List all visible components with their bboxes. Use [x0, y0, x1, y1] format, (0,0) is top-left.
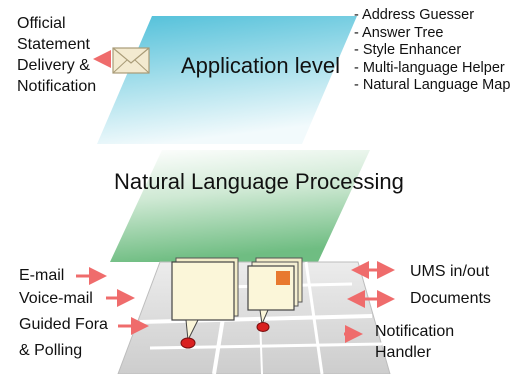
list-item: - Style Enhancer [354, 42, 462, 58]
input-email: E-mail [19, 267, 65, 284]
output-line: Delivery & [17, 57, 90, 74]
application-layer-title: Application level [181, 53, 340, 78]
output-line: Official [17, 15, 66, 32]
list-item: - Answer Tree [354, 24, 444, 41]
list-item: - Natural Language Map [354, 77, 511, 93]
output-line: Statement [17, 36, 90, 53]
notification-line: Handler [375, 344, 432, 361]
application-layer-plane [97, 16, 357, 144]
app-feature-list: - Address Guesser - Answer Tree - Style … [354, 7, 510, 95]
input-voicemail: Voice-mail [19, 290, 93, 307]
document-icon [171, 257, 239, 342]
documents-label: Documents [410, 290, 491, 307]
input-polling: & Polling [19, 342, 83, 359]
ums-label: UMS in/out [410, 263, 490, 280]
map-pin-icon [180, 337, 196, 349]
document-icon [247, 257, 303, 326]
envelope-icon [112, 47, 150, 74]
output-line: Notification [17, 78, 97, 95]
list-item: - Multi-language Helper [354, 59, 505, 76]
notification-line: Notification [375, 323, 455, 340]
nlp-layer-title: Natural Language Processing [114, 169, 404, 194]
list-item: - Address Guesser [354, 7, 475, 23]
output-label: Official Statement Delivery & Notificati… [17, 13, 96, 97]
notification-handler-label: Notification Handler [375, 321, 454, 363]
input-guided-fora: Guided Fora [19, 316, 108, 333]
map-pin-icon [256, 322, 270, 332]
nlp-layer-plane [110, 150, 370, 262]
